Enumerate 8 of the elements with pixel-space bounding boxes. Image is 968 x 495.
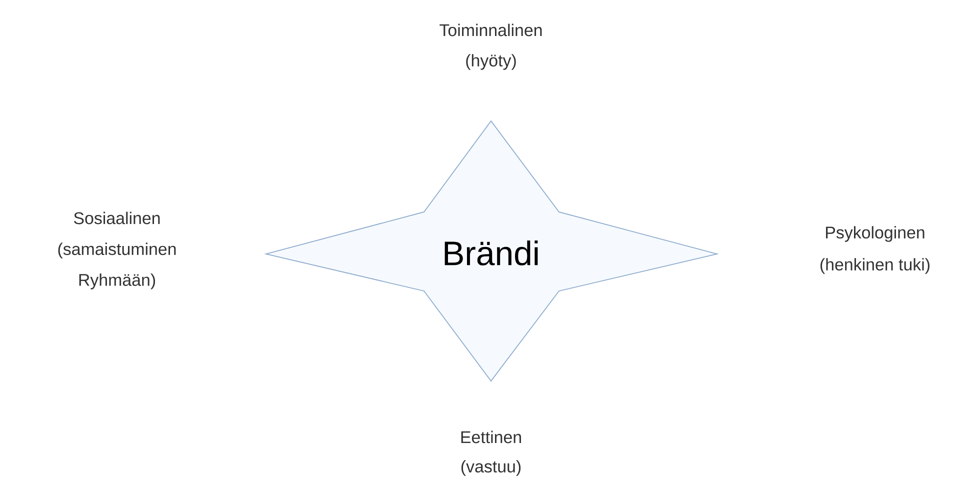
- label-text: (henkinen tuki): [820, 258, 930, 274]
- label-text: Eettinen: [461, 430, 521, 444]
- label-text: Psykologinen: [826, 226, 924, 242]
- label-text: (hyöty): [466, 54, 516, 70]
- label-text: Toiminnalinen: [440, 24, 542, 36]
- label-text: (samaistuminen Ryhmään): [58, 242, 176, 290]
- label-text: (vastuu): [461, 460, 521, 476]
- label-text: Sosiaalinen: [74, 212, 160, 224]
